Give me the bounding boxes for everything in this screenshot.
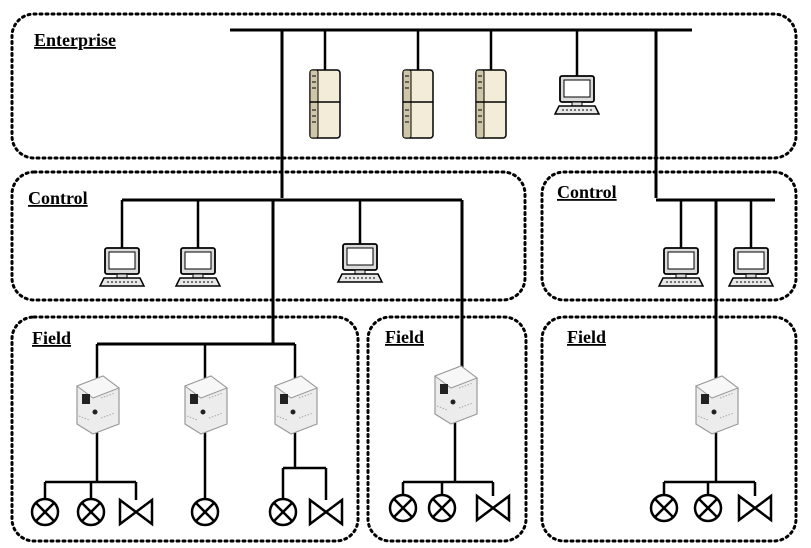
- field-label-right: Field: [567, 327, 606, 347]
- plc-icon: [184, 375, 228, 435]
- sensor-icon: [268, 497, 298, 527]
- field-network-middle: [401, 420, 495, 496]
- plc-icon: [434, 365, 478, 425]
- control-network-right: [656, 198, 775, 380]
- field-label-left: Field: [32, 328, 71, 348]
- control-zone-right: [540, 170, 798, 302]
- control-zone-left: [10, 170, 527, 302]
- field-zone-right: [540, 315, 798, 543]
- plc-icon: [274, 375, 318, 435]
- plc-icon: [76, 375, 120, 435]
- workstation-icon: [554, 75, 600, 115]
- field-network-right: [662, 432, 757, 496]
- control-network-left: [120, 198, 464, 370]
- workstation-icon: [175, 247, 221, 287]
- field-zone-middle: [366, 315, 528, 543]
- workstation-icon: [99, 247, 145, 287]
- sensor-icon: [388, 493, 418, 523]
- server-icon: [402, 69, 434, 139]
- workstation-icon: [658, 247, 704, 287]
- sensor-icon: [649, 493, 679, 523]
- field-network-left: [43, 342, 328, 500]
- workstation-icon: [728, 247, 774, 287]
- control-label-left: Control: [28, 188, 88, 208]
- valve-icon: [737, 494, 773, 522]
- valve-icon: [308, 498, 344, 526]
- sensor-icon: [30, 497, 60, 527]
- server-icon: [309, 69, 341, 139]
- sensor-icon: [427, 493, 457, 523]
- control-label-right: Control: [557, 182, 617, 202]
- sensor-icon: [190, 497, 220, 527]
- enterprise-zone: [10, 12, 798, 160]
- server-icon: [475, 69, 507, 139]
- field-label-middle: Field: [385, 327, 424, 347]
- enterprise-network: [230, 28, 692, 198]
- valve-icon: [475, 494, 511, 522]
- valve-icon: [118, 498, 154, 526]
- sensor-icon: [693, 493, 723, 523]
- workstation-icon: [337, 243, 383, 283]
- sensor-icon: [76, 497, 106, 527]
- enterprise-label: Enterprise: [34, 30, 116, 50]
- plc-icon: [695, 375, 739, 435]
- field-zone-left: [10, 315, 360, 543]
